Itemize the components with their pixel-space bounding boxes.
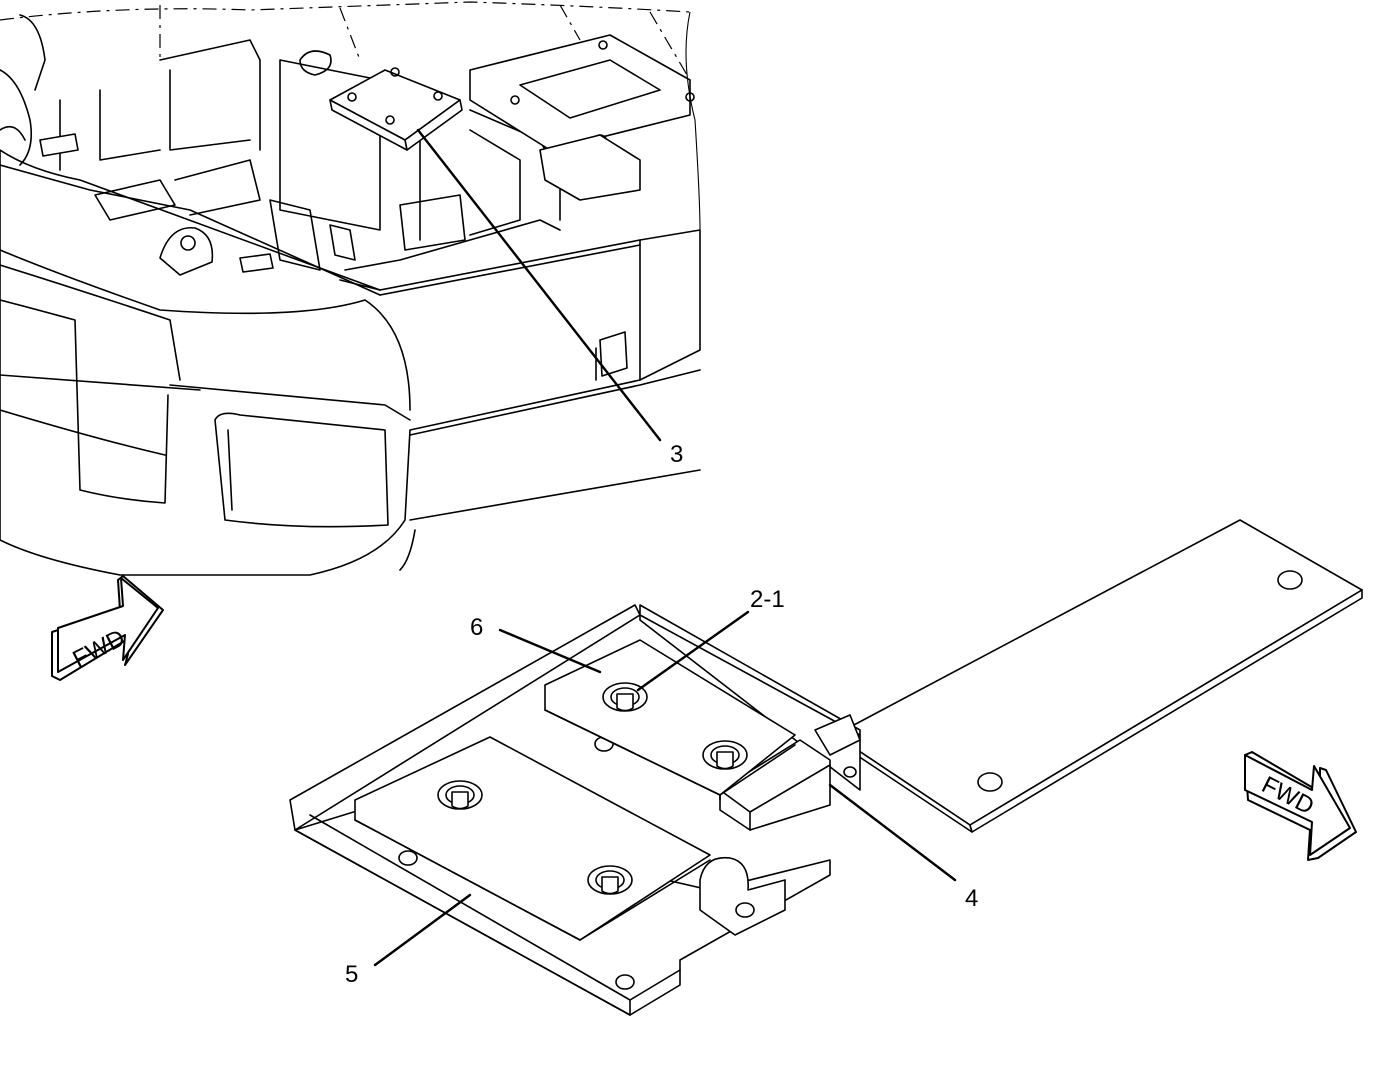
leaders xyxy=(373,128,957,967)
stud xyxy=(702,740,748,770)
callout-3: 3 xyxy=(670,441,683,468)
callout-2-1: 2-1 xyxy=(750,586,785,613)
fwd-arrow-right: FWD xyxy=(1244,751,1357,861)
bracket-assembly xyxy=(289,519,1363,1016)
callout-4: 4 xyxy=(965,885,978,912)
stud xyxy=(587,865,633,895)
callout-5: 5 xyxy=(345,961,358,988)
machine-rear-assembly xyxy=(0,1,701,576)
stud xyxy=(437,780,483,810)
stud-2-1 xyxy=(602,682,648,712)
fwd-arrow-left: FWD xyxy=(51,575,164,681)
callout-6: 6 xyxy=(470,614,483,641)
